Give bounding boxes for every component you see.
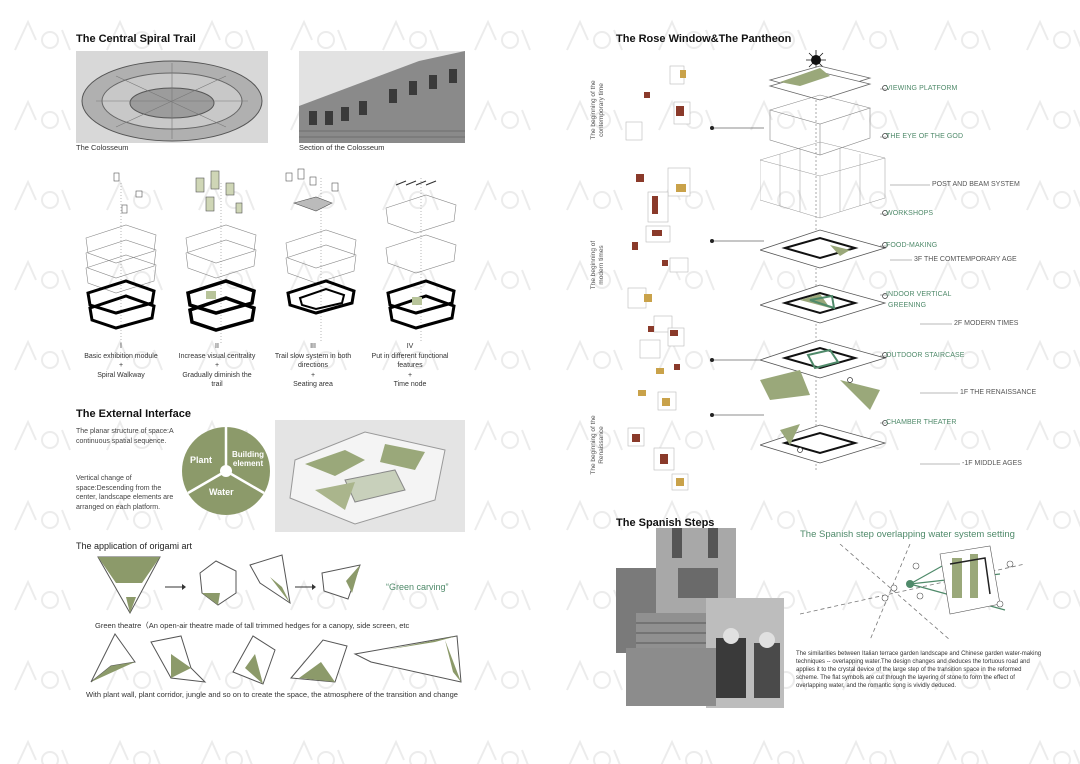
spanish-steps-subtitle: The Spanish step overlapping water syste… xyxy=(800,529,1015,540)
timeline-modern: The beginning of modern times xyxy=(590,240,605,290)
colosseum-photo xyxy=(76,51,268,143)
green-theatre-caption: Green theatre（An open-air theatre made o… xyxy=(95,621,410,630)
timeline-contemporary: The beginning of the contemporary time xyxy=(590,80,605,140)
central-spiral-title: The Central Spiral Trail xyxy=(76,33,196,45)
label-post-beam: POST AND BEAM SYSTEM xyxy=(932,181,1020,188)
origami-sequence-2 xyxy=(90,633,462,685)
label-eye-of-god: THE EYE OF THE GOD xyxy=(886,133,964,140)
rose-window-title: The Rose Window&The Pantheon xyxy=(616,33,792,45)
spanish-steps-title: The Spanish Steps xyxy=(616,517,715,529)
module-caption-4: IV Put in different functional features … xyxy=(371,343,449,388)
origami-title: The application of origami art xyxy=(76,541,193,551)
label-2f: 2F MODERN TIMES xyxy=(954,320,1019,327)
label-connector-lines xyxy=(880,88,960,465)
pie-label-plant: Plant xyxy=(190,455,213,465)
label-outdoor-staircase: OUTDOOR STAIRCASE xyxy=(886,352,965,359)
label-minus1f: -1F MIDDLE AGES xyxy=(962,460,1022,467)
label-3f: 3F THE COMTEMPORARY AGE xyxy=(914,256,1017,263)
module-caption-2: II Increase visual centrality + Graduall… xyxy=(178,343,256,388)
artwork-thumbnails xyxy=(625,65,691,491)
label-viewing-platform: VIEWING PLATFORM xyxy=(886,85,958,92)
pie-label-building: Building element xyxy=(232,450,264,468)
label-workshops: WORKSHOPS xyxy=(886,210,934,217)
spiral-modules-diagram xyxy=(85,168,457,343)
water-system-paragraph: The similarities between Italian terrace… xyxy=(796,651,1042,689)
label-greening: GREENING xyxy=(888,302,927,309)
label-food-making: FOOD-MAKING xyxy=(886,242,938,249)
module-caption-3: III Trail slow system in both directions… xyxy=(274,343,352,388)
planar-structure-text: The planar structure of space:A continuo… xyxy=(76,428,174,445)
plant-wall-caption: With plant wall, plant corridor, jungle … xyxy=(86,690,458,699)
origami-sequence-1 xyxy=(97,554,361,615)
green-carving-label: “Green carving” xyxy=(386,582,449,592)
label-1f: 1F THE RENAISSANCE xyxy=(960,389,1037,396)
colosseum-section-photo xyxy=(299,51,465,143)
vertical-change-text: Vertical change of space:Descending from… xyxy=(76,475,174,511)
timeline-renaissance: The beginning of the Renaissance xyxy=(590,415,605,475)
water-system-diagram xyxy=(800,544,1025,640)
external-interface-title: The External Interface xyxy=(76,408,191,420)
colosseum-caption: The Colosseum xyxy=(76,143,129,152)
site-model-photo xyxy=(275,420,465,532)
label-chamber-theater: CHAMBER THEATER xyxy=(886,419,957,426)
label-indoor-vertical: INDOOR VERTICAL xyxy=(886,291,952,298)
three-element-pie xyxy=(182,427,270,515)
pantheon-exploded-axonometric xyxy=(760,50,888,470)
spanish-steps-collage xyxy=(616,528,784,708)
module-caption-1: I Basic exhibition module + Spiral Walkw… xyxy=(84,343,158,379)
leader-lines xyxy=(710,126,764,417)
section-caption: Section of the Colosseum xyxy=(299,143,385,152)
pie-label-water: Water xyxy=(209,487,234,497)
